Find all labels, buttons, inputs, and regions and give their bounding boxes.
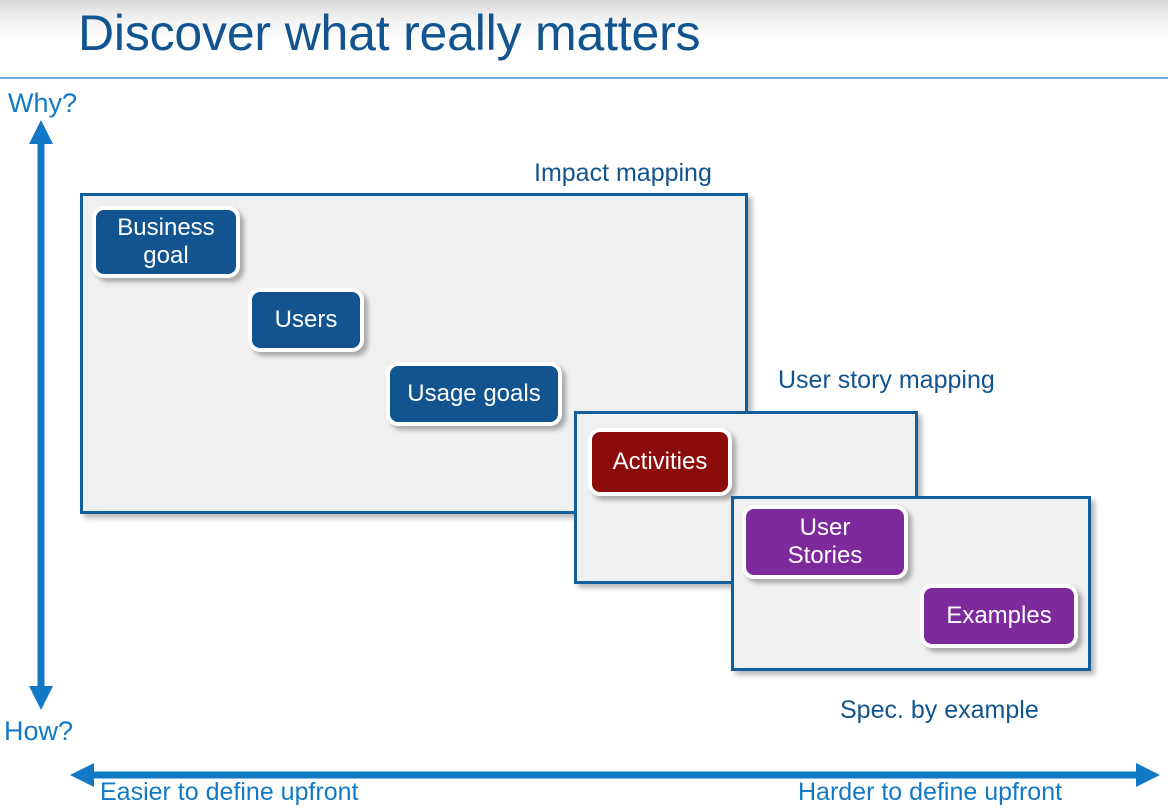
axis-label-how: How? bbox=[4, 716, 74, 746]
vertical-axis-arrow bbox=[29, 120, 53, 710]
panel-caption-user-story-mapping: User story mapping bbox=[778, 366, 995, 394]
card-user-stories[interactable]: User Stories bbox=[742, 505, 908, 579]
axis-label-why: Why? bbox=[8, 88, 78, 118]
card-examples[interactable]: Examples bbox=[920, 584, 1078, 648]
axis-caption-harder: Harder to define upfront bbox=[798, 778, 1063, 806]
horizontal-axis-arrow bbox=[70, 763, 1160, 787]
header-divider-rule bbox=[0, 77, 1168, 79]
card-activities[interactable]: Activities bbox=[588, 428, 732, 496]
panel-caption-spec-by-example: Spec. by example bbox=[840, 696, 1039, 724]
panel-caption-impact-mapping: Impact mapping bbox=[534, 159, 712, 187]
card-business-goal[interactable]: Business goal bbox=[92, 206, 240, 278]
card-usage-goals[interactable]: Usage goals bbox=[386, 362, 562, 426]
axis-caption-easier: Easier to define upfront bbox=[100, 778, 359, 806]
card-users[interactable]: Users bbox=[248, 288, 364, 352]
page-title: Discover what really matters bbox=[78, 5, 701, 61]
slide-header-band bbox=[0, 0, 1168, 79]
